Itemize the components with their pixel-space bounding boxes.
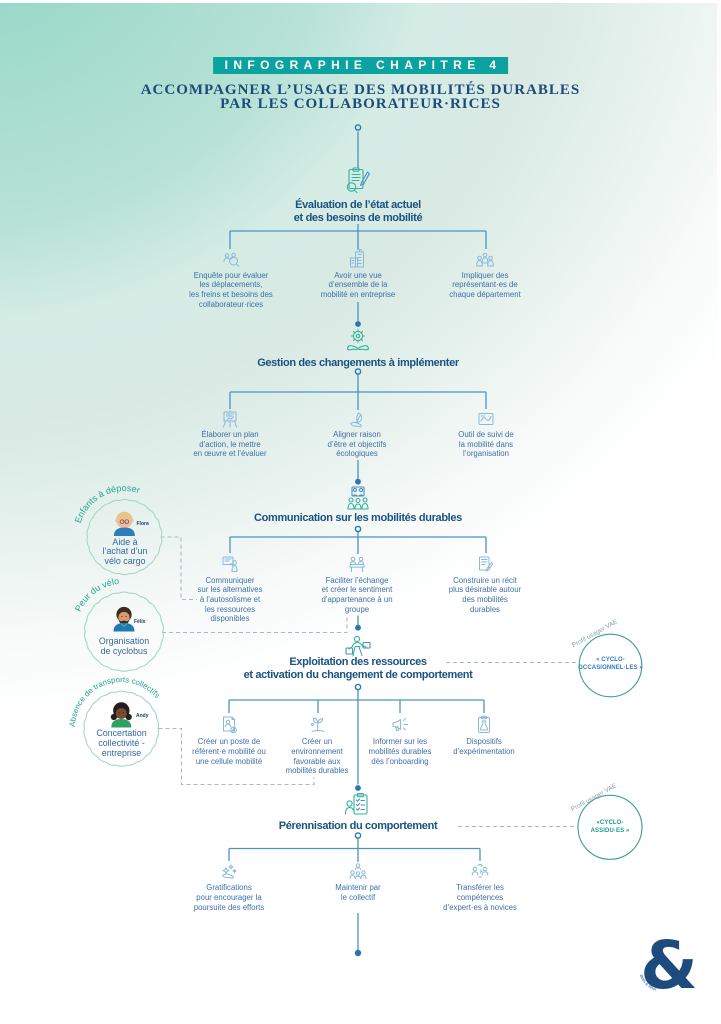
action-plan-easel-icon <box>223 410 237 428</box>
clipboard-audit-icon <box>346 167 370 194</box>
page-right-margin <box>717 0 721 1024</box>
stage5-child2-text: Maintenir par le collectif <box>335 883 381 902</box>
leaf-hand-icon <box>350 412 363 428</box>
story-pen-icon <box>479 556 494 572</box>
felix-solution: Organisation de cyclobus <box>98 636 150 656</box>
collective-circle-icon <box>349 863 367 879</box>
stage1-child3-text: Impliquer des représentant·es de chaque … <box>449 270 521 299</box>
andy-solution: Concertation collectivité - entreprise <box>96 728 147 758</box>
reward-hands-icon <box>222 864 237 879</box>
survey-magnifier-icon <box>223 252 240 267</box>
department-people-icon <box>476 252 494 267</box>
stage1-child1-text: Enquête pour évaluer les déplacements, l… <box>189 270 273 309</box>
stage1-child2-text: Avoir une vue d’ensemble de la mobilité … <box>320 270 396 299</box>
person-resources-icon <box>345 635 371 657</box>
stage5-child1-text: Gratifications pour encourager la poursu… <box>193 883 265 912</box>
stage5-title: Pérennisation du comportement <box>278 819 438 832</box>
page-title: ACCOMPAGNER L’USAGE DES MOBILITÉS DURABL… <box>140 81 581 112</box>
experiment-flask-icon <box>478 715 490 733</box>
milestone-dots <box>354 321 362 957</box>
flora-circle <box>86 498 163 576</box>
stage4-child3-text: Informer sur les mobilités durables dès … <box>368 737 432 766</box>
felix-circle <box>84 591 164 672</box>
environment-plant-icon <box>311 717 325 732</box>
stage4-child4-text: Dispositifs d’expérimentation <box>453 737 515 756</box>
stage3-child2-text: Faciliter l’échange et créer le sentimen… <box>321 575 393 614</box>
chapter-badge: INFOGRAPHIE CHAPITRE 4 <box>212 57 509 74</box>
stage4-child1-text: Créer un poste de référent·e mobilité ou… <box>192 737 266 766</box>
profile2-circle <box>577 794 643 860</box>
clipboard-check-person-icon <box>344 792 368 815</box>
people-table-icon <box>349 556 365 572</box>
flora-solution: Aide à l’achat d’un vélo cargo <box>102 536 148 567</box>
ampersand-glyph: & <box>640 927 698 1004</box>
company-building-icon <box>350 249 364 268</box>
hands-gear-icon <box>346 329 370 351</box>
stage2-title: Gestion des changements à implémenter <box>257 356 459 369</box>
andy-name: Andy <box>136 712 149 719</box>
dashed-felix-link <box>162 617 348 634</box>
andy-avatar <box>110 702 132 728</box>
persona-circles <box>83 498 164 767</box>
profile2-label: «CYCLO- ASSIDU·ES » <box>590 819 630 835</box>
stage2-child1-text: Élaborer un plan d’action, le mettre en … <box>193 430 267 459</box>
felix-barrier-label: Peur du vélo <box>73 576 120 613</box>
flora-avatar <box>113 511 135 536</box>
page-top-margin <box>0 0 721 3</box>
stage3-title: Communication sur les mobilités durables <box>254 511 462 524</box>
felix-avatar <box>113 606 135 632</box>
people-group-icon <box>347 486 369 510</box>
stage2-child2-text: Aligner raison d’être et objectifs écolo… <box>327 430 387 459</box>
connector-lines <box>228 131 487 950</box>
andy-circle <box>83 690 160 767</box>
stage3-child3-text: Construire un récit plus désirable autou… <box>448 575 522 614</box>
tracking-chart-icon <box>478 413 494 425</box>
dashed-connectors <box>158 536 579 828</box>
referent-doc-icon <box>223 716 237 734</box>
stage1-title: Évaluation de l’état actuel et des besoi… <box>293 199 423 224</box>
profile1-label: « CYCLO- OCCASIONNEL·LES » <box>578 656 643 671</box>
felix-name: Félix <box>134 618 146 625</box>
profile1-circle <box>578 633 643 698</box>
onboarding-megaphone-icon <box>392 718 408 732</box>
brand-logo: & êtres & lieux <box>638 925 701 1007</box>
transfer-experts-icon <box>471 863 489 878</box>
flora-name: Flora <box>136 521 149 527</box>
persona-barrier-labels: Enfants à déposer Peur du vélo Absence d… <box>68 483 162 727</box>
dashed-flora-link <box>160 536 197 601</box>
stage5-child3-text: Transférer les compétences d’expert·es à… <box>443 883 517 912</box>
stage2-child3-text: Outil de suivi de la mobilité dans l’org… <box>458 430 514 459</box>
dashed-andy-link <box>158 727 315 786</box>
presenter-screen-icon <box>222 556 238 572</box>
stage4-title: Exploitation des ressources et activatio… <box>243 656 473 681</box>
milestone-rings <box>354 124 362 839</box>
stage4-child2-text: Créer un environnement favorable aux mob… <box>285 737 349 776</box>
stage3-child1-text: Communiquer sur les alternatives à l’aut… <box>197 575 263 624</box>
profile-circles <box>577 633 643 860</box>
